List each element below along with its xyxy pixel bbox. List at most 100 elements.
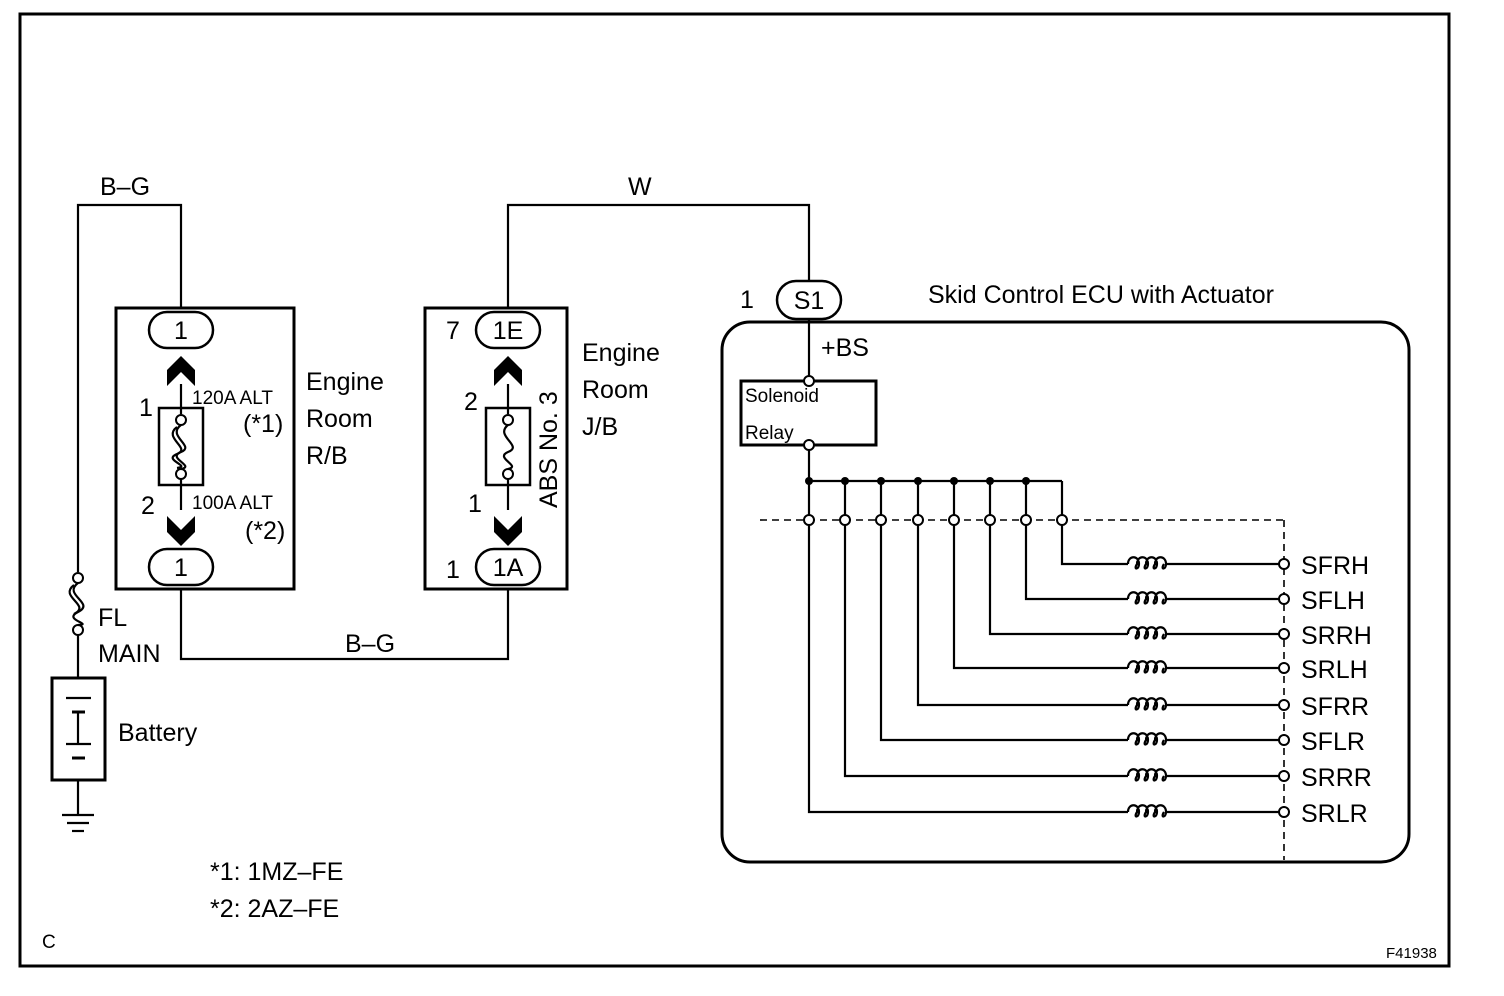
solenoid-wire	[988, 481, 1128, 636]
solenoid-label-srrr: SRRR	[1301, 764, 1372, 792]
output-terminal	[1278, 593, 1290, 605]
svg-text:1E: 1E	[493, 317, 524, 345]
jb-pin-top: 2	[464, 388, 478, 416]
connector-terminal	[839, 514, 851, 526]
rb-connector-top	[147, 310, 215, 350]
note-1: *1: 1MZ–FE	[210, 858, 343, 886]
jb-pin-bottom: 1	[468, 490, 482, 518]
battery-label: Battery	[118, 719, 198, 747]
rb-arrow-down-icon	[167, 516, 195, 546]
ecu-box	[720, 320, 1411, 864]
solenoid-coil-icon	[1126, 697, 1168, 711]
jb-box	[423, 306, 569, 591]
solenoid-wire	[807, 481, 1128, 814]
svg-text:1A: 1A	[493, 554, 524, 582]
rb-label-1: Engine	[306, 368, 384, 396]
wire-bg-bottom	[179, 590, 510, 661]
ecu-title: Skid Control ECU with Actuator	[928, 281, 1274, 309]
connector-terminal	[875, 514, 887, 526]
engine-room-rb: 1 1 2 120A ALT (*1) 100A ALT (*2) 1 Engi…	[114, 306, 384, 591]
fl-label: FL	[98, 604, 127, 632]
note-2: *2: 2AZ–FE	[210, 895, 339, 923]
relay-label-2: Relay	[745, 423, 794, 444]
jb-connector-bottom-pin: 1	[446, 556, 460, 584]
ecu-terminal-bs: +BS	[821, 334, 869, 362]
solenoid-wire	[952, 481, 1128, 670]
connector-terminal	[1056, 514, 1068, 526]
solenoid-wire	[879, 481, 1128, 742]
jb-label-1: Engine	[582, 339, 660, 367]
corner-code: C	[42, 932, 56, 953]
solenoid-label-srlr: SRLR	[1301, 800, 1368, 828]
output-terminal	[1278, 734, 1290, 746]
connector-terminal	[912, 514, 924, 526]
rb-fuse-1: 120A ALT	[192, 388, 273, 409]
figure-id: F41938	[1386, 945, 1437, 962]
wire-w-label: W	[628, 173, 652, 201]
jb-fuse-element-icon	[502, 424, 514, 471]
solenoid-coil-icon	[1126, 556, 1168, 570]
jb-connector-top	[474, 310, 542, 350]
wire-bg-top	[76, 203, 183, 572]
connector-terminal	[984, 514, 996, 526]
rb-arrow-up-icon	[167, 356, 195, 386]
wire-w	[506, 203, 811, 308]
wires: B–G W B–G	[76, 173, 811, 815]
battery-box	[50, 676, 107, 782]
rb-box	[114, 306, 296, 591]
solenoid-wire	[1024, 481, 1128, 601]
solenoid-label-sfrr: SFRR	[1301, 693, 1369, 721]
rb-connector-bottom	[147, 547, 215, 587]
solenoid-label-srrh: SRRH	[1301, 622, 1372, 650]
solenoid-label-sflh: SFLH	[1301, 587, 1365, 615]
output-terminal	[1278, 628, 1290, 640]
jb-arrow-down-icon	[494, 516, 522, 546]
jb-arrow-up-icon	[494, 356, 522, 386]
solenoid-label-sfrh: SFRH	[1301, 552, 1369, 580]
solenoid-coil-icon	[1126, 626, 1168, 640]
solenoid-label-srlh: SRLH	[1301, 656, 1368, 684]
rb-fuse-2-note: (*2)	[245, 517, 285, 545]
ecu-connector-pin: 1	[740, 286, 754, 314]
solenoid-wire	[916, 481, 1128, 707]
output-terminal	[1278, 806, 1290, 818]
jb-connector-bottom	[474, 547, 542, 587]
solenoid-coil-icon	[1126, 732, 1168, 746]
connector-terminal	[1020, 514, 1032, 526]
solenoid-coil-icon	[1126, 660, 1168, 674]
rb-pin-top: 1	[139, 394, 153, 422]
connector-terminal	[948, 514, 960, 526]
connector-terminal	[803, 514, 815, 526]
jb-fuse-label: ABS No. 3	[535, 391, 563, 508]
wire-bg-bottom-label: B–G	[345, 630, 395, 658]
rb-label-2: Room	[306, 405, 373, 433]
battery: Battery	[50, 676, 198, 782]
rb-label-3: R/B	[306, 442, 348, 470]
svg-text:1: 1	[174, 317, 188, 345]
output-terminal	[1278, 770, 1290, 782]
jb-label-3: J/B	[582, 413, 618, 441]
jb-connector-top-pin: 7	[446, 317, 460, 345]
output-terminal	[1278, 699, 1290, 711]
output-terminal	[1278, 558, 1290, 570]
solenoid-wire	[843, 481, 1128, 778]
engine-room-jb: 1E 7 2 1 ABS No. 3 1A 1 Engine Room J/B	[423, 306, 660, 591]
output-terminal	[1278, 662, 1290, 674]
main-label: MAIN	[98, 640, 161, 668]
frame-border	[18, 12, 1451, 968]
svg-text:1: 1	[174, 554, 188, 582]
rb-fuse-1-note: (*1)	[243, 410, 283, 438]
ground-icon	[62, 813, 94, 833]
solenoid-coil-icon	[1126, 768, 1168, 782]
rb-pin-bottom: 2	[141, 492, 155, 520]
solenoid-wire	[1060, 481, 1128, 566]
relay-label-1: Solenoid	[745, 386, 819, 407]
fl-main-fuse: FL MAIN	[68, 572, 161, 668]
svg-text:S1: S1	[794, 287, 825, 315]
jb-label-2: Room	[582, 376, 649, 404]
skid-control-ecu: Skid Control ECU with Actuator S1 1 +BS …	[720, 279, 1411, 864]
rb-fuse-2: 100A ALT	[192, 493, 273, 514]
wire-bg-top-label: B–G	[100, 173, 150, 201]
